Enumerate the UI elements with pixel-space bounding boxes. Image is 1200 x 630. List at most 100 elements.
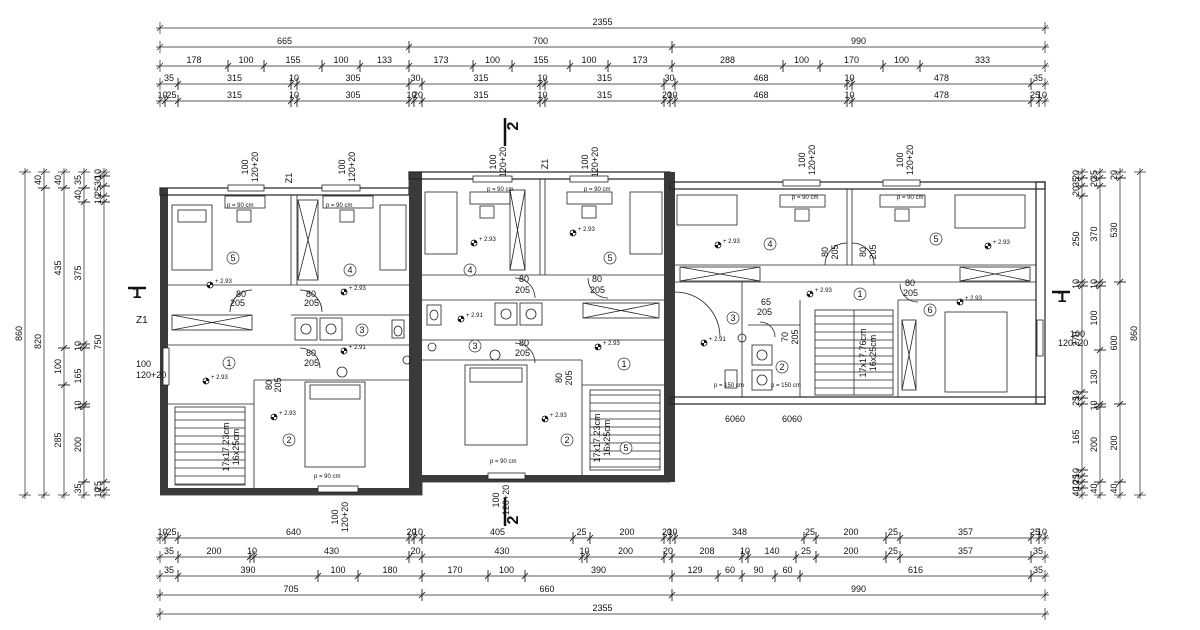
- dimension-value: 616: [908, 565, 923, 575]
- level-marker-fill: [570, 230, 576, 236]
- dimension-value: 10: [157, 527, 167, 537]
- dimension-tick-slash: [843, 80, 851, 88]
- dimension-tick-slash: [21, 168, 29, 176]
- floor-level-value: + 2.91: [349, 345, 367, 351]
- dimension-value: 390: [240, 565, 255, 575]
- annotation-text: 205: [590, 285, 605, 295]
- dimension-tick-slash: [418, 591, 426, 599]
- wardrobe-cross: [959, 266, 1031, 282]
- level-marker-fill: [203, 378, 209, 384]
- dimension-tick-slash: [1096, 168, 1104, 176]
- dimension-value: 990: [851, 36, 866, 46]
- dimension-tick-slash: [1041, 591, 1049, 599]
- room-number-circle: [222, 356, 236, 370]
- bed: [171, 204, 213, 271]
- dimension-tick-slash: [771, 572, 779, 580]
- room-number: 1: [226, 358, 231, 368]
- shower: [751, 344, 773, 366]
- desk: [469, 191, 511, 205]
- dimension-tick-slash: [1078, 400, 1086, 408]
- floor-level-value: + 2.93: [578, 227, 596, 233]
- dimension-tick-slash: [1041, 572, 1049, 580]
- vertical-annotation-text: 120+20: [250, 152, 260, 182]
- dimension-tick-slash: [1041, 80, 1049, 88]
- dimension-tick-slash: [1041, 62, 1049, 70]
- dimension-tick-slash: [1041, 97, 1049, 105]
- window: [487, 472, 526, 480]
- bed: [944, 311, 1008, 393]
- annotation-text: 100: [136, 359, 151, 369]
- dimension-tick-slash: [1116, 168, 1124, 176]
- dimension-tick-slash: [161, 97, 169, 105]
- dimension-value: 357: [958, 546, 973, 556]
- desk: [322, 195, 374, 209]
- desk-chair: [794, 208, 810, 222]
- dimension-value: 170: [447, 565, 462, 575]
- vertical-annotation-text: 120+20: [501, 485, 511, 515]
- dimension-value: 600: [1109, 335, 1119, 350]
- dimension-value: 60: [725, 565, 735, 575]
- dimension-tick-slash: [80, 491, 88, 499]
- dimension-value: 30: [410, 73, 420, 83]
- dimension-tick-slash: [314, 572, 322, 580]
- room-number-circle: [355, 323, 369, 337]
- window: [317, 485, 359, 493]
- dimension-value: 35: [1033, 73, 1043, 83]
- dimension-tick-slash: [287, 80, 295, 88]
- annotation-text: 80: [519, 274, 529, 284]
- level-marker-fill: [595, 344, 601, 350]
- dimension-tick-slash: [80, 340, 88, 348]
- wardrobe: [582, 302, 660, 319]
- dimension-value: 180: [382, 565, 397, 575]
- dimension-value: 133: [377, 55, 392, 65]
- dimension-value: 35: [73, 483, 83, 493]
- dimension-value: 860: [14, 326, 24, 341]
- vertical-annotation-text: 205: [790, 329, 800, 344]
- outer-wall-top-right: [669, 181, 1046, 190]
- room-number: 2: [779, 362, 784, 372]
- floor-level-value: + 2.91: [466, 313, 484, 319]
- annotation-text: 120+20: [136, 370, 166, 380]
- dimension-value: 10: [93, 487, 103, 497]
- dimension-value: 40: [1089, 483, 1099, 493]
- room-number-circle: [463, 263, 477, 277]
- dimension-tick-slash: [1096, 491, 1104, 499]
- dimension-tick-slash: [1041, 610, 1049, 618]
- dimension-value: 10: [1089, 279, 1099, 289]
- shower-drain: [500, 308, 512, 320]
- vertical-annotation-text: 100: [337, 159, 347, 174]
- room-number: 3: [730, 313, 735, 323]
- dimension-tick-slash: [156, 97, 164, 105]
- dimension-value: 430: [324, 546, 339, 556]
- dimension-value: 370: [1089, 226, 1099, 241]
- dimension-value: 348: [732, 527, 747, 537]
- window: [782, 179, 821, 187]
- dimension-tick-slash: [1078, 388, 1086, 396]
- annotation-text: 80: [519, 338, 529, 348]
- dimension-tick-slash: [1027, 80, 1035, 88]
- dimension-value: 25: [576, 527, 586, 537]
- vertical-annotation-text: 205: [830, 244, 840, 259]
- annotation-text: p = 90 cm: [897, 195, 924, 201]
- wardrobe-cross: [297, 199, 319, 281]
- annotation-text: 60: [735, 414, 745, 424]
- room-number-circle: [775, 360, 789, 374]
- room-number: 4: [467, 265, 472, 275]
- dimension-tick-slash: [40, 491, 48, 499]
- dimension-value: 35: [1089, 170, 1099, 180]
- dimension-tick-slash: [80, 184, 88, 192]
- annotation-text: p = 90 cm: [490, 459, 517, 465]
- dimension-tick-slash: [738, 553, 746, 561]
- dimension-tick-slash: [843, 97, 851, 105]
- dimension-value: 640: [286, 527, 301, 537]
- dimension-value: 10: [157, 90, 167, 100]
- washbasin-bowl: [325, 323, 337, 335]
- wardrobe-cross: [171, 314, 253, 331]
- desk: [566, 191, 613, 205]
- dimension-value: 40: [1109, 483, 1119, 493]
- dimension-tick-slash: [879, 62, 887, 70]
- dimension-tick-slash: [418, 97, 426, 105]
- dimension-value: 20: [1089, 177, 1099, 187]
- dimension-tick-slash: [1027, 534, 1035, 542]
